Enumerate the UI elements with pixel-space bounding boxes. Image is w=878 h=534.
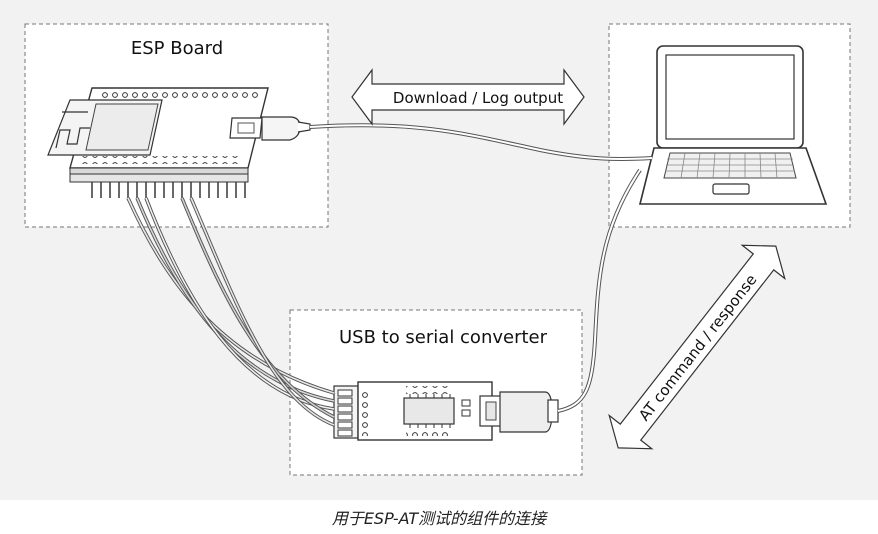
cables (126, 123, 653, 427)
download-log-arrow: Download / Log output (351, 68, 585, 126)
diagram-area: ESP Board (24, 23, 851, 476)
laptop-icon (638, 45, 828, 205)
caption-bar: 用于ESP-AT测试的组件的连接 (0, 500, 878, 534)
at-command-arrow: AT command / response (608, 244, 786, 450)
figure-caption: 用于ESP-AT测试的组件的连接 (331, 509, 547, 528)
usb-converter-label: USB to serial converter (339, 327, 548, 348)
connection-diagram: ESP Board (24, 23, 851, 476)
esp-board-label: ESP Board (131, 38, 223, 59)
at-command-label: AT command / response (635, 271, 760, 424)
esp-board-icon (47, 87, 311, 198)
usb-serial-adapter-icon (333, 381, 559, 441)
download-log-label: Download / Log output (393, 89, 563, 107)
